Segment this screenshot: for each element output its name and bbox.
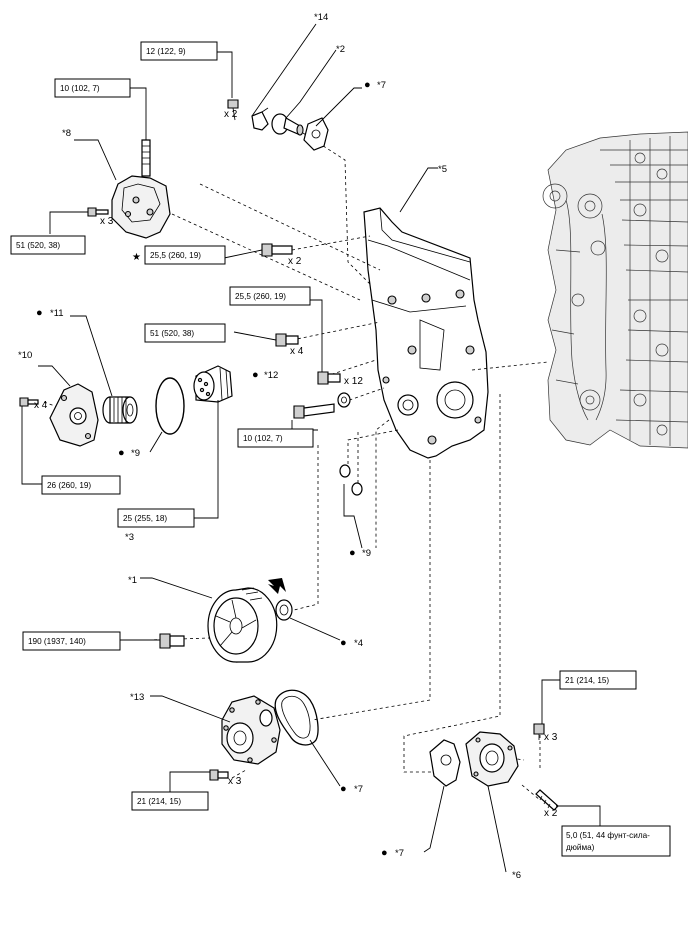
torque-spec-25-5-mid-text: 25,5 (260, 19) [235, 292, 286, 301]
qty-x2-star: x 2 [288, 256, 302, 267]
torque-spec-21-pump: 21 (214, 15) [131, 791, 209, 811]
bolt-bracket [87, 207, 109, 217]
part-6-water-outlet [465, 731, 519, 787]
part-1-crank-pulley [207, 587, 278, 663]
torque-spec-190-text: 190 (1937, 140) [28, 637, 86, 646]
torque-spec-12-text: 12 (122, 9) [146, 47, 186, 56]
bolt-star [261, 243, 293, 257]
torque-spec-10-mid: 10 (102, 7) [237, 428, 314, 448]
bolt-filter [19, 397, 39, 407]
callout-10: *10 [18, 350, 32, 361]
torque-spec-12: 12 (122, 9) [140, 41, 218, 61]
callout-5: *5 [438, 164, 447, 175]
torque-spec-21-outlet: 21 (214, 15) [559, 670, 637, 690]
torque-spec-10-top-text: 10 (102, 7) [60, 84, 100, 93]
torque-spec-25-5-star: 25,5 (260, 19) [144, 245, 226, 265]
part-8-bracket [111, 175, 171, 239]
part-13-water-pump [221, 695, 281, 765]
part-11-filter-element [102, 396, 138, 424]
torque-spec-26-text: 26 (260, 19) [47, 481, 91, 490]
torque-spec-25-text: 25 (255, 18) [123, 514, 167, 523]
bolt-cover-12 [317, 371, 341, 385]
torque-spec-5-line2: дюйма) [566, 843, 595, 852]
stud-bracket [141, 139, 151, 177]
part-4-oil-seal [275, 599, 293, 621]
torque-spec-25-5-mid: 25,5 (260, 19) [229, 286, 311, 306]
torque-spec-51-bracket-text: 51 (520, 38) [16, 241, 60, 250]
callout-13: *13 [130, 692, 144, 703]
callout-7-top: *7 [377, 80, 386, 91]
callout-6: *6 [512, 870, 521, 881]
torque-spec-10-mid-text: 10 (102, 7) [243, 434, 283, 443]
part-7-outlet-gasket [429, 739, 461, 787]
bullet-marker-7-pump: ● [340, 783, 347, 795]
qty-x12: x 12 [344, 376, 363, 387]
callout-8: *8 [62, 128, 71, 139]
bolt-outlet [533, 723, 545, 740]
callout-2: *2 [336, 44, 345, 55]
star-marker: ★ [132, 252, 141, 263]
callout-9-left: *9 [131, 448, 140, 459]
torque-spec-25: 25 (255, 18) [117, 508, 195, 528]
alignment-lines [43, 132, 549, 801]
qty-x3-pump: x 3 [228, 776, 242, 787]
bullet-marker-9-right: ● [349, 547, 356, 559]
callout-3: *3 [125, 532, 134, 543]
bolt-pump [209, 769, 229, 781]
part-14-bracket [251, 107, 269, 131]
stud-outlet [535, 789, 559, 811]
torque-spec-190: 190 (1937, 140) [22, 631, 121, 651]
torque-spec-5-line1: 5,0 (51, 44 фунт-сила- [566, 831, 650, 840]
callout-1: *1 [128, 575, 137, 586]
torque-spec-25-5-star-text: 25,5 (260, 19) [150, 251, 201, 260]
qty-x4-filter: x 4 [34, 400, 48, 411]
callout-9-right: *9 [362, 548, 371, 559]
bolt-pulley [159, 633, 185, 649]
callout-4: *4 [354, 638, 363, 649]
callout-14: *14 [314, 12, 328, 23]
engine-block [542, 131, 688, 449]
bullet-marker-12: ● [252, 369, 259, 381]
torque-spec-21-pump-text: 21 (214, 15) [137, 797, 181, 806]
torque-spec-5: 5,0 (51, 44 фунт-сила- дюйма) [561, 825, 671, 857]
torque-spec-10-top: 10 (102, 7) [54, 78, 131, 98]
part-3-filter-cap [193, 365, 233, 403]
bullet-marker-7-bottom: ● [381, 847, 388, 859]
part-9-oring-left [155, 377, 185, 435]
qty-x2-stud: x 2 [544, 808, 558, 819]
callout-7-bottom: *7 [395, 848, 404, 859]
part-7-pump-gasket [274, 689, 319, 746]
callout-12: *12 [264, 370, 278, 381]
bolt-small-top [227, 99, 239, 121]
torque-spec-51-bracket: 51 (520, 38) [10, 235, 86, 255]
arrow-indicator [268, 578, 286, 594]
timing-chain-cover [363, 207, 489, 459]
bolt-long [293, 403, 335, 419]
bullet-marker-4: ● [340, 637, 347, 649]
part-9-orings-right [339, 464, 363, 496]
leader-lines [21, 23, 601, 873]
part-10-filter-bracket [49, 383, 99, 447]
part-12-seal [337, 392, 351, 408]
bolt-cover [275, 333, 299, 347]
torque-spec-21-outlet-text: 21 (214, 15) [565, 676, 609, 685]
part-2-fitting [271, 113, 304, 136]
callout-11: *11 [50, 308, 64, 319]
qty-x3-outlet: x 3 [544, 732, 558, 743]
part-7-gasket-top [303, 117, 329, 151]
torque-spec-51-cover: 51 (520, 38) [144, 323, 226, 343]
bullet-marker-7-top: ● [364, 79, 371, 91]
bullet-marker-11: ● [36, 307, 43, 319]
torque-spec-51-cover-text: 51 (520, 38) [150, 329, 194, 338]
qty-x2-top: x 2 [224, 109, 238, 120]
torque-spec-26: 26 (260, 19) [41, 475, 121, 495]
qty-x4-cover: x 4 [290, 346, 304, 357]
qty-x3-bracket: x 3 [100, 216, 114, 227]
bullet-marker-9-left: ● [118, 447, 125, 459]
callout-7-pump: *7 [354, 784, 363, 795]
